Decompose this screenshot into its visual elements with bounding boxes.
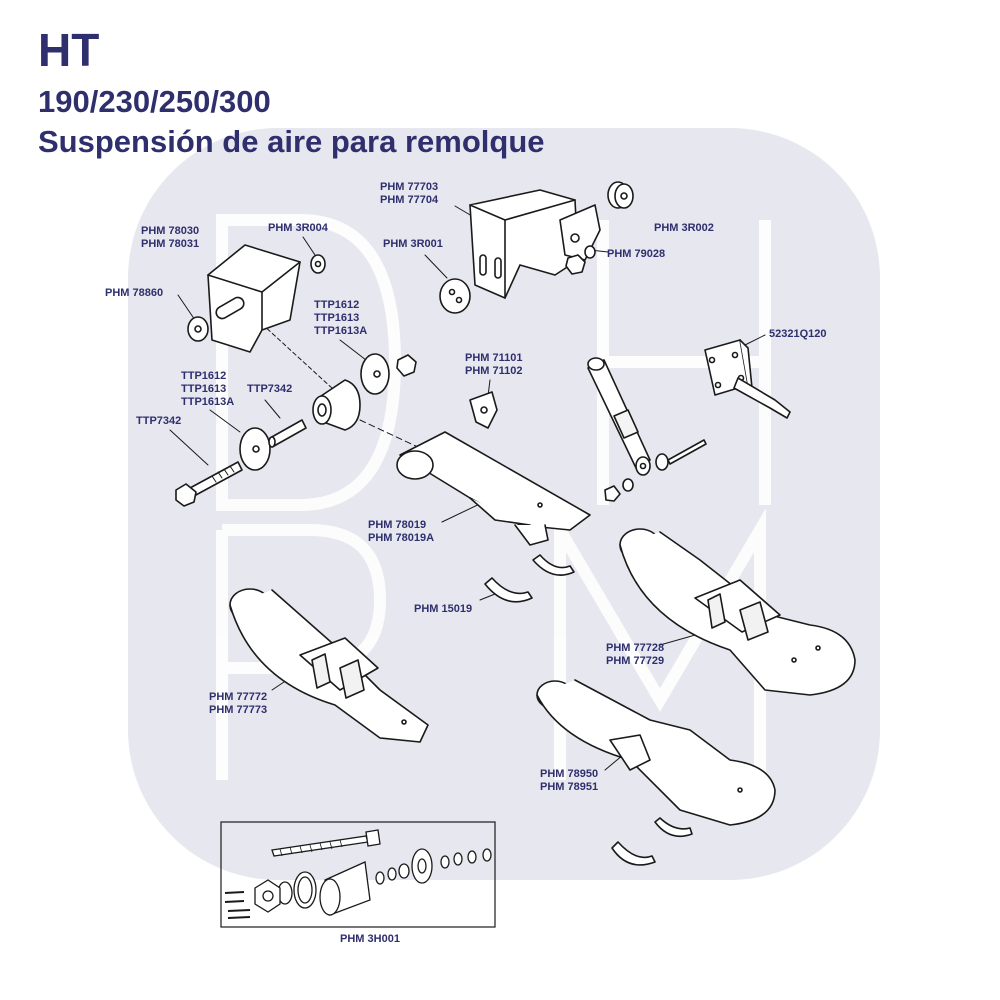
- title-block: HT 190/230/250/300 Suspensión de aire pa…: [38, 22, 545, 162]
- label-52321q120: 52321Q120: [769, 328, 827, 340]
- axle-beam-78019: [396, 431, 591, 546]
- trailing-arm-78950: [536, 679, 776, 826]
- shock-absorber: [587, 357, 707, 502]
- leveling-valve-52321q120: [704, 339, 791, 419]
- nut-79028: [565, 245, 596, 275]
- title-sizes: 190/230/250/300: [38, 84, 271, 119]
- washer-3r004: [310, 254, 326, 274]
- rubber-pad-3r002: [607, 181, 634, 209]
- label-ttp7342-sleeve: TTP7342: [247, 383, 293, 395]
- nut-upper: [396, 354, 417, 377]
- hanger-bracket-left: [207, 244, 301, 353]
- trailing-arm-77728: [619, 528, 856, 696]
- label-phm-3r002: PHM 3R002: [654, 222, 714, 234]
- eccentric-washer-3r001: [439, 278, 471, 314]
- sleeve-ttp7342: [268, 419, 307, 448]
- clamp-15019: [484, 554, 575, 603]
- label-phm-15019: PHM 15019: [414, 603, 473, 615]
- hanger-bracket-top: [469, 189, 601, 299]
- clamp-lower: [611, 817, 693, 866]
- washer-upper: [360, 353, 390, 395]
- label-phm-3r001: PHM 3R001: [383, 238, 443, 250]
- label-phm-79028: PHM 79028: [607, 248, 666, 260]
- bushing-ttp1612: [312, 379, 361, 431]
- washer-lower: [239, 427, 271, 471]
- label-phm-3r004: PHM 3R004: [268, 222, 328, 234]
- title-description: Suspensión de aire para remolque: [38, 124, 545, 159]
- bracket-71101: [469, 391, 498, 429]
- title-model: HT: [38, 24, 100, 76]
- label-phm-3h001: PHM 3H001: [340, 933, 400, 945]
- washer-78860: [187, 316, 209, 342]
- kit-3h001: [220, 821, 496, 928]
- label-phm-78860: PHM 78860: [105, 287, 164, 299]
- bolt-ttp7342: [175, 461, 243, 507]
- trailing-arm-77772: [229, 588, 429, 743]
- label-ttp7342-bolt: TTP7342: [136, 415, 182, 427]
